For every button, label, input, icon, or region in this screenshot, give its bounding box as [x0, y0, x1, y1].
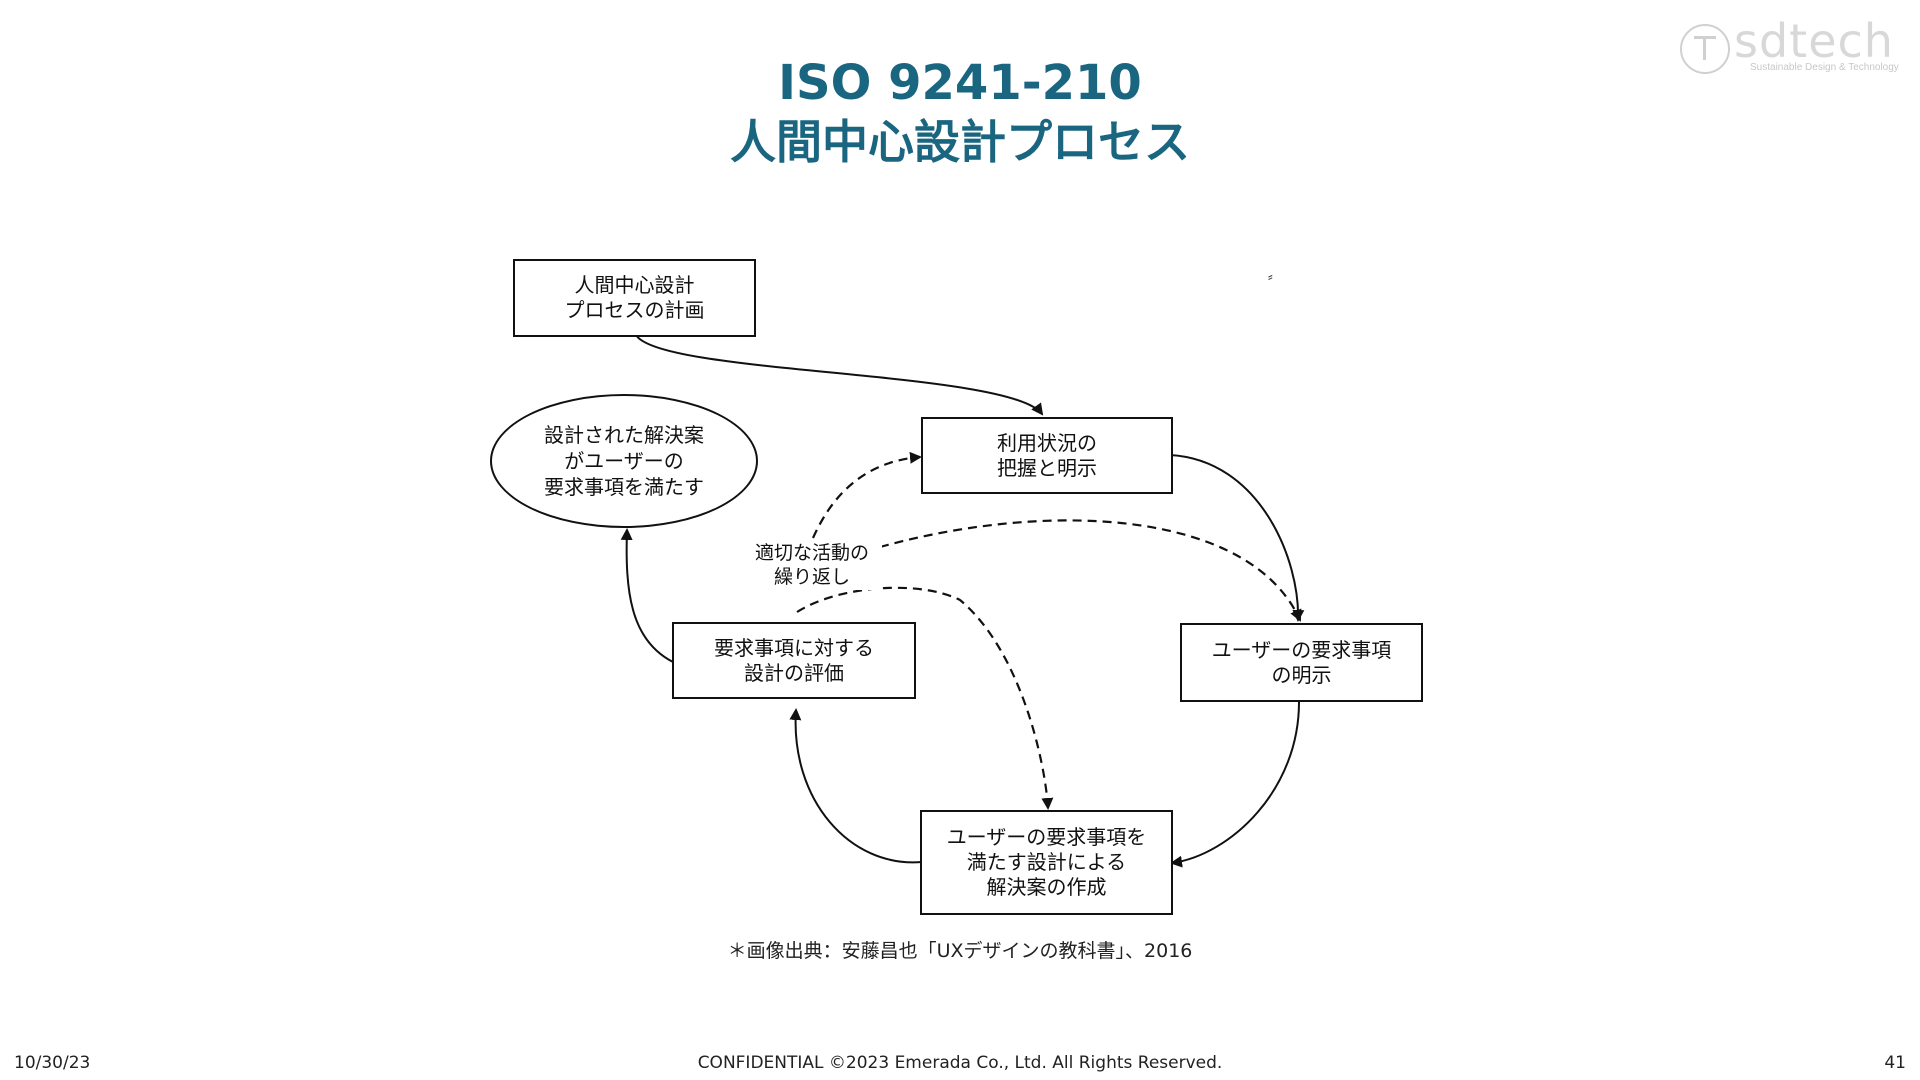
box-design-solution: ユーザーの要求事項を 満たす設計による 解決案の作成 [920, 810, 1173, 915]
logo-mark-icon [1680, 24, 1730, 74]
title-line-1: ISO 9241-210 [778, 55, 1142, 111]
dashed-arrow-to-design [796, 586, 1054, 810]
box-context: 利用状況の 把握と明示 [921, 417, 1173, 494]
arrow-context-to-requirements [1169, 454, 1305, 622]
stray-mark: ⸗ [1268, 269, 1273, 285]
dashed-arrow-to-requirements [879, 519, 1302, 622]
image-source-note: ＊画像出典：安藤昌也「UXデザインの教科書」、2016 [727, 940, 1193, 962]
footer-date: 10/30/23 [14, 1053, 91, 1073]
slide-title: ISO 9241-210 人間中心設計プロセス [0, 55, 1920, 170]
label-iterate: 適切な活動の 繰り返し [742, 542, 882, 590]
logo-tagline: Sustainable Design & Technology [1750, 62, 1899, 73]
box-plan: 人間中心設計 プロセスの計画 [513, 259, 756, 337]
dashed-arrow-to-context [811, 451, 922, 539]
arrow-design-to-evaluate [789, 708, 923, 864]
ellipse-goal: 設計された解決案 がユーザーの 要求事項を満たす [490, 394, 758, 528]
title-line-2: 人間中心設計プロセス [730, 114, 1190, 169]
footer-confidential: CONFIDENTIAL ©2023 Emerada Co., Ltd. All… [697, 1053, 1223, 1073]
logo-wordmark: sdtech [1734, 14, 1894, 68]
box-requirements: ユーザーの要求事項 の明示 [1180, 623, 1423, 702]
arrow-evaluate-to-goal [620, 528, 674, 663]
box-evaluate: 要求事項に対する 設計の評価 [672, 622, 916, 699]
company-logo: sdtech Sustainable Design & Technology [1680, 14, 1900, 76]
arrow-requirements-to-design [1170, 699, 1301, 868]
footer-page-number: 41 [1884, 1053, 1906, 1073]
arrow-plan-to-context [635, 334, 1044, 416]
